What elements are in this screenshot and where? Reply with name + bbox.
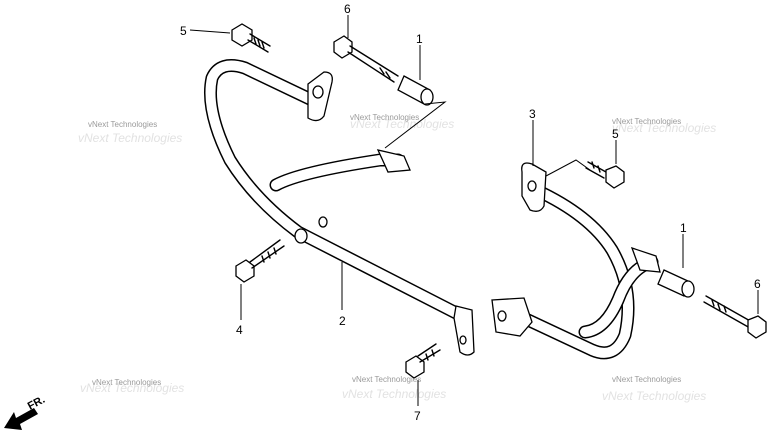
bolt-6-left — [333, 35, 399, 83]
front-label: FR. — [26, 394, 47, 413]
callout-6-left: 6 — [344, 2, 351, 16]
watermark-shadow-3: vNext Technologies — [612, 121, 716, 135]
watermark-6: vNext Technologies — [612, 375, 681, 384]
watermark-shadow-4: vNext Technologies — [80, 381, 184, 395]
callout-7: 7 — [414, 409, 421, 423]
bolt-5-right — [585, 161, 625, 189]
callout-5-right: 5 — [612, 127, 619, 141]
watermark-shadow-6: vNext Technologies — [602, 389, 706, 403]
right-guard-bar — [491, 162, 661, 360]
watermark-shadow-2: vNext Technologies — [350, 117, 454, 131]
watermark-1: vNext Technologies — [88, 120, 157, 129]
left-guard-bar — [203, 59, 475, 356]
callout-1-right: 1 — [680, 221, 687, 235]
front-arrow-icon — [4, 408, 38, 430]
leader-lines — [189, 15, 759, 406]
callout-labels: 5 6 1 2 4 3 5 1 6 7 — [180, 2, 761, 423]
callout-6-right: 6 — [754, 277, 761, 291]
callout-2: 2 — [339, 314, 346, 328]
watermark-4: vNext Technologies — [92, 378, 161, 387]
spacer-1-left — [397, 75, 434, 106]
bolt-4 — [235, 239, 285, 283]
bolt-7 — [405, 343, 441, 379]
watermark-shadow-5: vNext Technologies — [342, 387, 446, 401]
callout-1-left: 1 — [416, 32, 423, 46]
callout-5-left: 5 — [180, 24, 187, 38]
callout-3: 3 — [529, 107, 536, 121]
bolt-6-right — [703, 295, 767, 339]
watermark-2: vNext Technologies — [350, 113, 419, 122]
watermark-5: vNext Technologies — [352, 375, 421, 384]
watermark-group: vNext Technologies vNext Technologies vN… — [78, 113, 716, 403]
callout-4: 4 — [236, 323, 243, 337]
bolt-5-left — [231, 23, 271, 53]
front-direction-indicator: FR. — [4, 394, 47, 430]
spacer-1-right — [657, 269, 695, 298]
watermark-shadow-1: vNext Technologies — [78, 131, 182, 145]
watermark-3: vNext Technologies — [612, 117, 681, 126]
